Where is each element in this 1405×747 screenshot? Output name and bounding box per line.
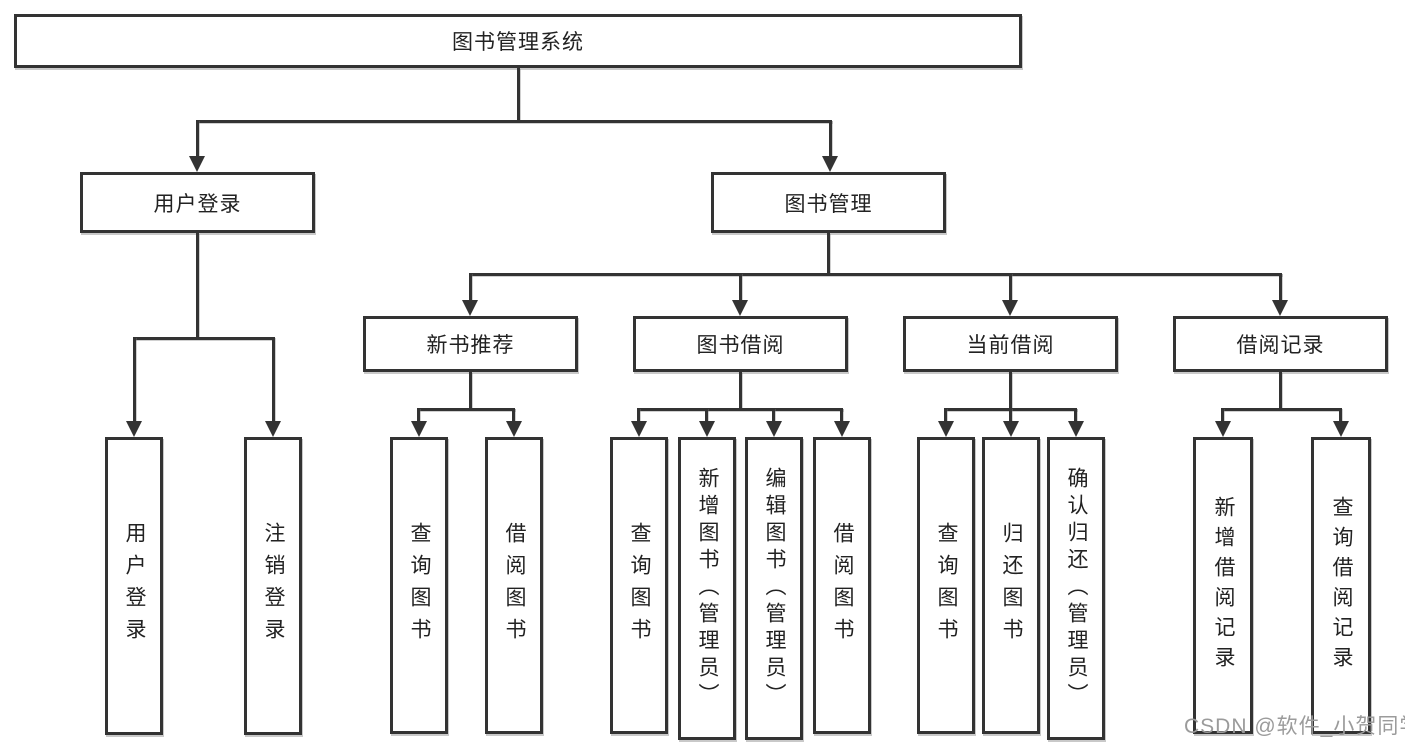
connector-level1-bar	[196, 120, 832, 123]
arrowhead-borrowrecord-leaf1	[1215, 421, 1231, 437]
leaf-current-return-label: 归还图书	[1000, 521, 1023, 650]
connector-currentborrow-down	[1009, 372, 1012, 408]
connector-borrowrecord-stem	[1279, 273, 1282, 302]
leaf-current-query: 查询图书	[917, 437, 975, 734]
arrowhead-bookborrow-leaf1	[631, 421, 647, 437]
connector-bookborrow-bar	[637, 408, 843, 411]
arrowhead-bookborrow-leaf4	[834, 421, 850, 437]
leaf-newbook-query-label: 查询图书	[408, 521, 431, 650]
arrowhead-bookborrow-leaf3	[766, 421, 782, 437]
node-book-borrow: 图书借阅	[633, 316, 848, 372]
connector-currentborrow-stem	[1009, 273, 1012, 302]
arrowhead-currentborrow-leaf3	[1068, 421, 1084, 437]
connector-userlogin-stem	[196, 120, 199, 158]
arrowhead-bookmgmt	[822, 156, 838, 172]
connector-newbook-leaf1	[417, 408, 420, 423]
connector-newbook-leaf2	[512, 408, 515, 423]
connector-bookborrow-leaf2	[705, 408, 708, 423]
leaf-record-add-label: 新增借阅记录	[1212, 495, 1235, 676]
arrowhead-currentborrow-leaf1	[938, 421, 954, 437]
arrowhead-newbook-leaf1	[411, 421, 427, 437]
connector-newbook-stem	[469, 273, 472, 302]
connector-userlogin-down	[196, 233, 199, 337]
connector-userlogin-bar	[133, 337, 274, 340]
connector-bookborrow-stem	[739, 273, 742, 302]
leaf-user-login-label: 用户登录	[123, 522, 146, 650]
arrowhead-bookborrow	[732, 300, 748, 316]
arrowhead-borrowrecord	[1272, 300, 1288, 316]
csdn-watermark: CSDN @软件_小贺同学	[1184, 715, 1405, 738]
leaf-newbook-query: 查询图书	[390, 437, 448, 734]
connector-bookborrow-leaf4	[840, 408, 843, 423]
connector-borrowrecord-leaf2	[1339, 408, 1342, 423]
connector-currentborrow-leaf2	[1009, 408, 1012, 423]
arrowhead-userlogin	[189, 156, 205, 172]
leaf-borrow-book: 借阅图书	[813, 437, 871, 734]
leaf-borrow-add-admin-label: 新增图书（管理员）	[696, 467, 719, 710]
connector-bookborrow-down	[739, 372, 742, 408]
leaf-current-confirm-admin-label: 确认归还（管理员）	[1065, 467, 1088, 710]
arrowhead-newbook	[462, 300, 478, 316]
connector-level2-bar	[469, 273, 1282, 276]
leaf-user-login: 用户登录	[105, 437, 163, 735]
node-new-book-recommend: 新书推荐	[363, 316, 578, 372]
connector-leaf-login-stem	[133, 337, 136, 423]
leaf-current-query-label: 查询图书	[935, 521, 958, 650]
leaf-newbook-borrow-label: 借阅图书	[503, 521, 526, 650]
connector-currentborrow-leaf3	[1074, 408, 1077, 423]
arrowhead-leaf-logout	[265, 421, 281, 437]
connector-newbook-bar	[417, 408, 515, 411]
leaf-current-confirm-admin: 确认归还（管理员）	[1047, 437, 1105, 740]
leaf-record-query: 查询借阅记录	[1311, 437, 1371, 734]
connector-bookborrow-leaf3	[772, 408, 775, 423]
leaf-borrow-book-label: 借阅图书	[831, 521, 854, 650]
leaf-record-query-label: 查询借阅记录	[1330, 495, 1353, 676]
arrowhead-currentborrow-leaf2	[1003, 421, 1019, 437]
connector-leaf-logout-stem	[272, 337, 275, 423]
connector-root-stem	[517, 68, 520, 120]
arrowhead-leaf-login	[126, 421, 142, 437]
connector-bookmgmt-down	[827, 233, 830, 273]
arrowhead-newbook-leaf2	[506, 421, 522, 437]
leaf-borrow-add-admin: 新增图书（管理员）	[678, 437, 736, 740]
node-user-login: 用户登录	[80, 172, 315, 233]
leaf-logout-label: 注销登录	[262, 522, 285, 650]
connector-bookborrow-leaf1	[637, 408, 640, 423]
leaf-borrow-edit-admin-label: 编辑图书（管理员）	[763, 467, 786, 710]
arrowhead-currentborrow	[1002, 300, 1018, 316]
leaf-logout: 注销登录	[244, 437, 302, 735]
connector-currentborrow-leaf1	[944, 408, 947, 423]
node-root: 图书管理系统	[14, 14, 1022, 68]
connector-borrowrecord-bar	[1221, 408, 1341, 411]
connector-borrowrecord-down	[1279, 372, 1282, 408]
connector-bookmgmt-stem	[829, 120, 832, 158]
connector-newbook-down	[469, 372, 472, 408]
node-current-borrow: 当前借阅	[903, 316, 1118, 372]
node-borrow-record: 借阅记录	[1173, 316, 1388, 372]
node-book-management: 图书管理	[711, 172, 946, 233]
leaf-borrow-edit-admin: 编辑图书（管理员）	[745, 437, 803, 740]
leaf-borrow-query: 查询图书	[610, 437, 668, 734]
arrowhead-borrowrecord-leaf2	[1333, 421, 1349, 437]
arrowhead-bookborrow-leaf2	[699, 421, 715, 437]
leaf-newbook-borrow: 借阅图书	[485, 437, 543, 734]
connector-borrowrecord-leaf1	[1221, 408, 1224, 423]
leaf-record-add: 新增借阅记录	[1193, 437, 1253, 734]
leaf-borrow-query-label: 查询图书	[628, 521, 651, 650]
leaf-current-return: 归还图书	[982, 437, 1040, 734]
